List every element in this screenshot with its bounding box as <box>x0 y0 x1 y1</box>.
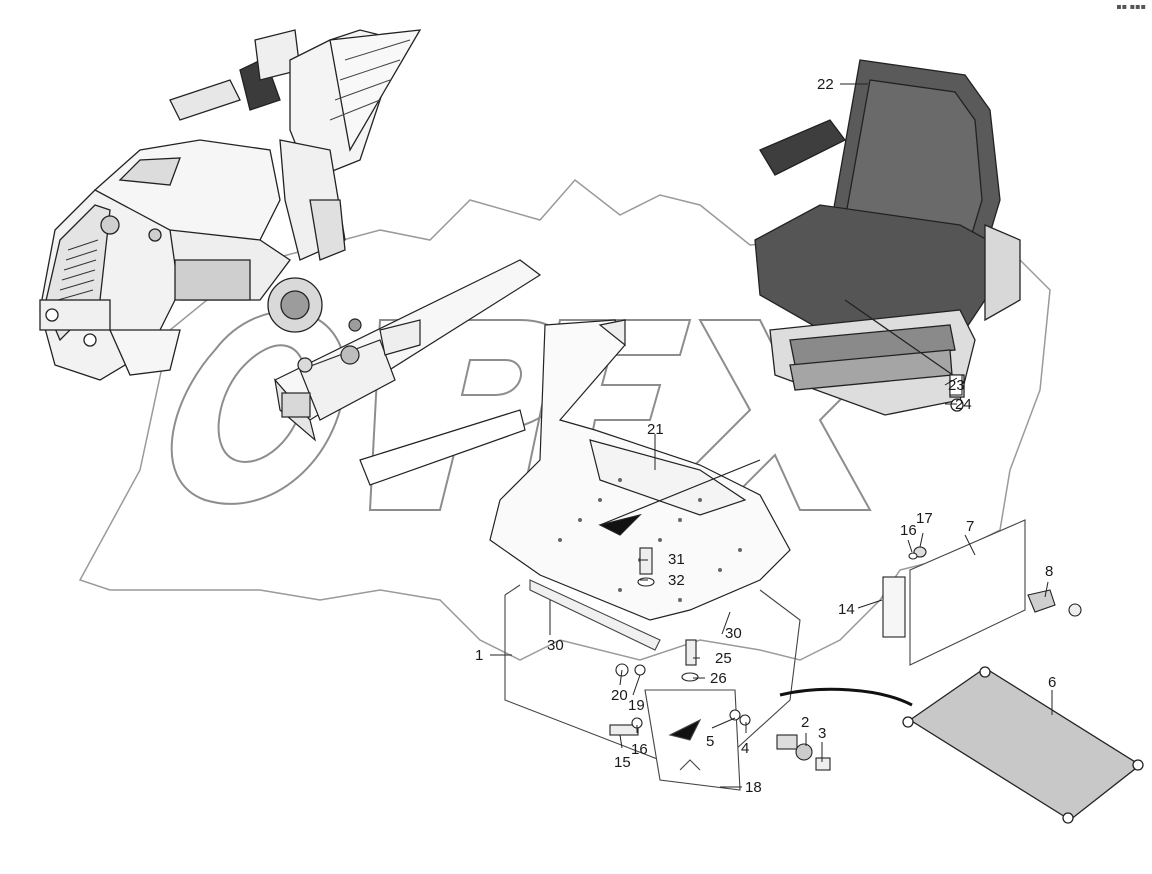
callout-23: 23 <box>948 377 965 394</box>
floor-mat <box>902 666 1144 824</box>
callout-labels: 22 23 24 21 31 32 30 30 1 25 26 20 19 16… <box>475 76 1056 796</box>
callout-20: 20 <box>611 687 628 704</box>
callout-1: 1 <box>475 647 483 664</box>
callout-21: 21 <box>647 421 664 438</box>
seat-illustration <box>754 59 1021 416</box>
callout-30-right: 30 <box>725 625 742 642</box>
callout-24: 24 <box>955 396 972 413</box>
battery-box <box>504 579 801 791</box>
watermark-gear <box>78 178 1051 661</box>
leader-lines <box>490 83 1053 788</box>
callout-22: 22 <box>817 76 834 93</box>
callout-5: 5 <box>706 733 714 750</box>
callout-26: 26 <box>710 670 727 687</box>
callout-6: 6 <box>1048 674 1056 691</box>
callout-19: 19 <box>628 697 645 714</box>
machine-illustration <box>39 29 422 381</box>
callout-18: 18 <box>745 779 762 796</box>
seat-base-plate <box>489 319 791 621</box>
callout-4: 4 <box>741 740 749 757</box>
callout-8: 8 <box>1045 563 1053 580</box>
callout-7: 7 <box>966 518 974 535</box>
callout-2: 2 <box>801 714 809 731</box>
callout-16-upper: 16 <box>900 522 917 539</box>
cover-panel <box>909 519 1026 666</box>
callout-16-lower: 16 <box>631 741 648 758</box>
callout-32: 32 <box>668 572 685 589</box>
callout-31: 31 <box>668 551 685 568</box>
callout-15: 15 <box>614 754 631 771</box>
callout-3: 3 <box>818 725 826 742</box>
cable <box>779 687 913 707</box>
control-console <box>274 259 542 486</box>
callout-14: 14 <box>838 601 855 618</box>
corner-mark: ▪▪ ▪▪▪ <box>1116 2 1146 11</box>
callout-25: 25 <box>715 650 732 667</box>
callout-30-upper: 30 <box>547 637 564 654</box>
callout-17: 17 <box>916 510 933 527</box>
